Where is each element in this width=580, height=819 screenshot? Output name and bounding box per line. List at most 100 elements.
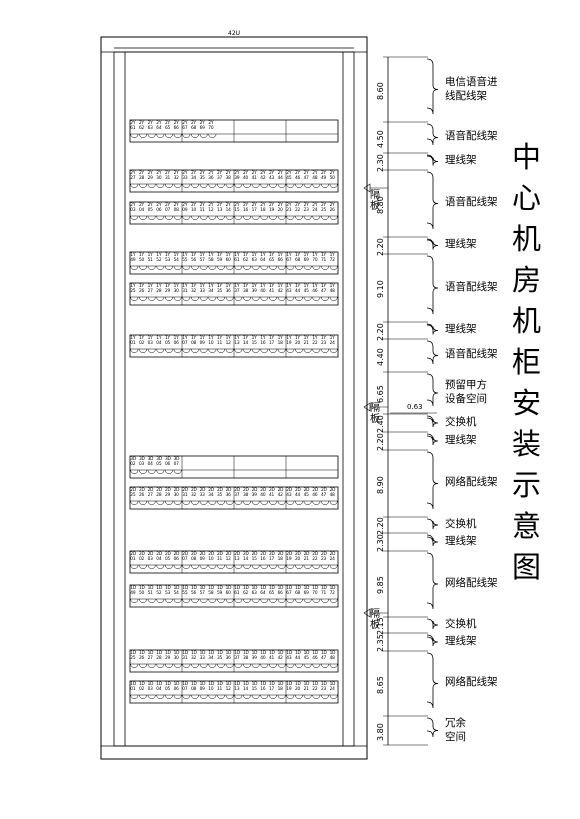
port-prefix-label: 2D <box>260 487 266 493</box>
port-number-label: 60 <box>225 591 231 596</box>
port-icon <box>156 265 165 270</box>
port-icon <box>173 215 182 220</box>
title-char: 机 <box>512 222 542 256</box>
port-prefix-label: 1Y <box>260 335 266 341</box>
port-prefix-label: 1D <box>277 650 284 656</box>
port-prefix-label: 1D <box>216 650 223 656</box>
port-prefix-label: 1D <box>147 650 154 656</box>
port-prefix-label: 2D <box>225 551 232 557</box>
port-icon <box>208 296 217 301</box>
port-number-label: 20 <box>294 687 301 692</box>
port-number-label: 07 <box>182 557 188 562</box>
port-number-label: 30 <box>173 656 179 661</box>
port-number-label: 68 <box>294 591 301 596</box>
port-prefix-label: 2D <box>329 487 336 493</box>
port-icon <box>225 215 234 220</box>
port-icon <box>303 500 312 505</box>
section-label: 理线架 <box>445 534 477 547</box>
port-icon <box>191 133 199 138</box>
section-label: 交换机 <box>445 517 477 530</box>
port-number-label: 64 <box>156 126 162 131</box>
dimension-value: 9.10 <box>376 280 385 298</box>
section-label: 网络配线架 <box>445 476 498 488</box>
port-prefix-label: 1Y <box>147 335 153 341</box>
port-prefix-label: 1D <box>320 681 327 687</box>
port-number-label: 56 <box>190 591 197 596</box>
port-prefix-label: 2Y <box>199 202 205 208</box>
port-prefix-label: 1D <box>242 585 249 591</box>
port-icon <box>199 694 208 699</box>
section-label: 交换机 <box>445 617 477 630</box>
port-icon <box>139 183 147 188</box>
port-number-label: 71 <box>320 591 327 596</box>
port-number-label: 48 <box>329 289 335 294</box>
port-number-label: 05 <box>147 208 153 213</box>
port-prefix-label: 3D <box>130 456 136 462</box>
port-icon <box>321 348 329 353</box>
cabinet-size-label: 42U <box>228 30 241 37</box>
section-brace <box>426 717 439 738</box>
port-number-label: 54 <box>173 258 179 263</box>
port-icon <box>156 598 165 603</box>
port-icon <box>312 348 321 353</box>
port-number-label: 34 <box>208 493 214 498</box>
port-number-label: 61 <box>130 126 136 131</box>
port-prefix-label: 2Y <box>156 170 162 176</box>
port-prefix-label: 2D <box>312 551 318 557</box>
dimension-value: 8.90 <box>376 475 385 494</box>
port-prefix-label: 2D <box>320 487 327 493</box>
port-prefix-label: 1Y <box>277 335 283 341</box>
port-number-label: 38 <box>242 493 249 498</box>
port-icon <box>243 215 251 220</box>
section-brace <box>426 552 439 610</box>
port-icon <box>165 663 173 668</box>
port-number-label: 52 <box>156 258 162 263</box>
dimension-value: 9.85 <box>376 576 385 594</box>
port-icon <box>286 564 295 569</box>
port-number-label: 27 <box>147 289 153 294</box>
port-number-label: 22 <box>312 341 318 346</box>
port-number-label: 02 <box>138 557 145 562</box>
port-number-label: 44 <box>294 493 301 498</box>
port-icon <box>208 500 217 505</box>
port-number-label: 26 <box>138 493 145 498</box>
port-number-label: 07 <box>164 208 171 213</box>
port-prefix-label: 2Y <box>130 120 136 126</box>
port-number-label: 12 <box>225 687 231 692</box>
port-prefix-label: 1D <box>199 681 206 687</box>
port-prefix-label: 2Y <box>303 170 309 176</box>
port-number-label: 24 <box>329 557 335 562</box>
port-number-label: 31 <box>182 656 188 661</box>
port-prefix-label: 1Y <box>329 252 335 258</box>
port-number-label: 04 <box>147 462 153 467</box>
port-prefix-label: 1Y <box>251 283 257 289</box>
port-prefix-label: 2Y <box>190 202 196 208</box>
port-number-label: 22 <box>312 687 318 692</box>
port-icon <box>199 183 208 188</box>
port-icon <box>156 215 165 220</box>
port-number-label: 08 <box>190 341 197 346</box>
port-number-label: 47 <box>320 656 327 661</box>
port-icon <box>295 564 303 569</box>
port-number-label: 04 <box>156 341 162 346</box>
port-prefix-label: 2Y <box>251 202 257 208</box>
port-icon <box>295 265 303 270</box>
port-number-label: 15 <box>251 557 257 562</box>
port-icon <box>217 564 225 569</box>
port-icon <box>251 663 260 668</box>
port-icon <box>165 500 173 505</box>
port-icon <box>295 215 303 220</box>
port-icon <box>303 215 312 220</box>
port-prefix-label: 2D <box>208 487 214 493</box>
port-prefix-label: 2Y <box>251 170 257 176</box>
port-number-label: 53 <box>164 258 171 263</box>
port-number-label: 06 <box>173 341 179 346</box>
port-number-label: 63 <box>251 258 257 263</box>
port-number-label: 04 <box>156 687 162 692</box>
port-number-label: 06 <box>164 462 171 467</box>
port-prefix-label: 1D <box>190 650 197 656</box>
section-brace <box>426 373 439 407</box>
port-prefix-label: 3D <box>164 456 171 462</box>
port-number-label: 02 <box>138 341 145 346</box>
